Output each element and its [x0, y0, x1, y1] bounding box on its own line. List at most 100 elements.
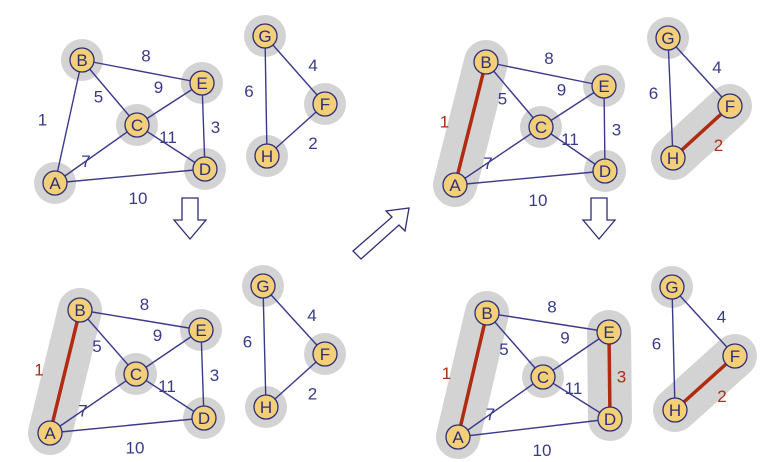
node-circle [722, 343, 748, 369]
node-e: E [189, 70, 215, 96]
edge-h-f [673, 354, 737, 412]
node-f: F [717, 93, 743, 119]
node-label: E [196, 74, 207, 93]
edge-b-e [81, 59, 203, 84]
node-circle [252, 23, 278, 49]
weight-label-g-f: 4 [717, 308, 726, 327]
node-circle [530, 364, 556, 390]
edge-g-h [667, 37, 674, 159]
edge-b-e [79, 309, 202, 331]
node-circle [69, 47, 95, 73]
edge-c-d [540, 126, 606, 172]
weight-label-c-d: 11 [158, 377, 176, 396]
weight-label-a-c: 7 [483, 154, 492, 173]
node-circle [660, 145, 686, 171]
weight-label-a-d: 10 [129, 189, 148, 208]
node-circle [189, 70, 215, 96]
node-circle [659, 274, 685, 300]
weight-label-b-c: 5 [499, 340, 508, 359]
edge-h-f [671, 104, 732, 160]
weight-label-b-e: 8 [140, 295, 149, 314]
node-label: F [320, 95, 330, 114]
edge-a-c [54, 124, 138, 184]
arrow-diagonal-icon [352, 207, 410, 260]
weight-label-b-c: 5 [92, 337, 101, 356]
node-label: G [258, 27, 271, 46]
weight-label-b-e: 8 [544, 49, 553, 68]
node-f: F [722, 343, 748, 369]
node-circle [191, 405, 217, 431]
node-circle [655, 25, 681, 51]
weight-label-g-h: 6 [243, 333, 252, 352]
node-circle [67, 297, 93, 323]
node-circle [596, 319, 622, 345]
node-g: G [655, 25, 681, 51]
weight-label-c-e: 9 [154, 78, 163, 97]
weight-label-c-e: 9 [557, 81, 566, 100]
node-circle [250, 273, 276, 299]
edge-a-c [454, 126, 542, 186]
edge-g-h [262, 285, 267, 408]
node-label: H [669, 401, 681, 420]
node-e: E [596, 319, 622, 345]
node-e: E [591, 73, 617, 99]
node-label: B [74, 301, 85, 320]
edge-g-f [262, 285, 326, 355]
node-label: A [452, 428, 464, 447]
weight-label-b-c: 5 [498, 90, 507, 109]
edge-g-f [264, 35, 326, 105]
edge-b-e [485, 61, 605, 87]
node-label: H [261, 147, 273, 166]
node-circle [253, 394, 279, 420]
edge-c-e [135, 329, 202, 375]
edge-b-c [81, 59, 138, 126]
node-circle [442, 172, 468, 198]
weight-label-h-f: 2 [308, 385, 317, 404]
edge-e-d [603, 85, 606, 172]
node-c: C [528, 114, 554, 140]
node-d: D [592, 158, 618, 184]
node-f: F [312, 91, 338, 117]
weight-label-c-d: 11 [561, 130, 579, 149]
node-label: F [730, 347, 740, 366]
node-b: B [473, 49, 499, 75]
weight-label-a-d: 10 [126, 439, 145, 458]
edge-a-d [49, 417, 205, 434]
node-c: C [123, 361, 149, 387]
edge-g-h [264, 35, 268, 157]
node-c: C [530, 364, 556, 390]
edge-e-d [607, 331, 612, 420]
edge-c-d [542, 376, 611, 420]
edge-e-d [200, 329, 205, 419]
node-h: H [254, 143, 280, 169]
node-circle [473, 49, 499, 75]
arrow-down-left-icon [172, 197, 208, 241]
node-a: A [445, 424, 471, 450]
node-label: A [44, 424, 56, 443]
node-c: C [124, 112, 150, 138]
node-circle [717, 93, 743, 119]
weight-label-a-d: 10 [529, 191, 548, 210]
node-label: H [667, 149, 679, 168]
weight-label-a-b: 1 [34, 361, 43, 380]
weight-label-a-c: 7 [78, 402, 87, 421]
weight-label-a-d: 10 [533, 441, 552, 460]
weight-label-a-b: 1 [442, 364, 451, 383]
weight-label-e-d: 3 [211, 118, 220, 137]
weight-label-b-e: 8 [547, 298, 556, 317]
node-label: A [449, 176, 461, 195]
node-label: E [195, 321, 206, 340]
edge-a-b [54, 59, 83, 184]
node-a: A [42, 170, 68, 196]
weight-label-e-d: 3 [612, 121, 621, 140]
node-label: E [598, 77, 609, 96]
node-circle [192, 156, 218, 182]
node-a: A [37, 420, 63, 446]
node-g: G [659, 274, 685, 300]
node-label: G [665, 278, 678, 297]
edge-a-d [457, 418, 611, 438]
weight-label-a-b: 1 [38, 111, 47, 130]
